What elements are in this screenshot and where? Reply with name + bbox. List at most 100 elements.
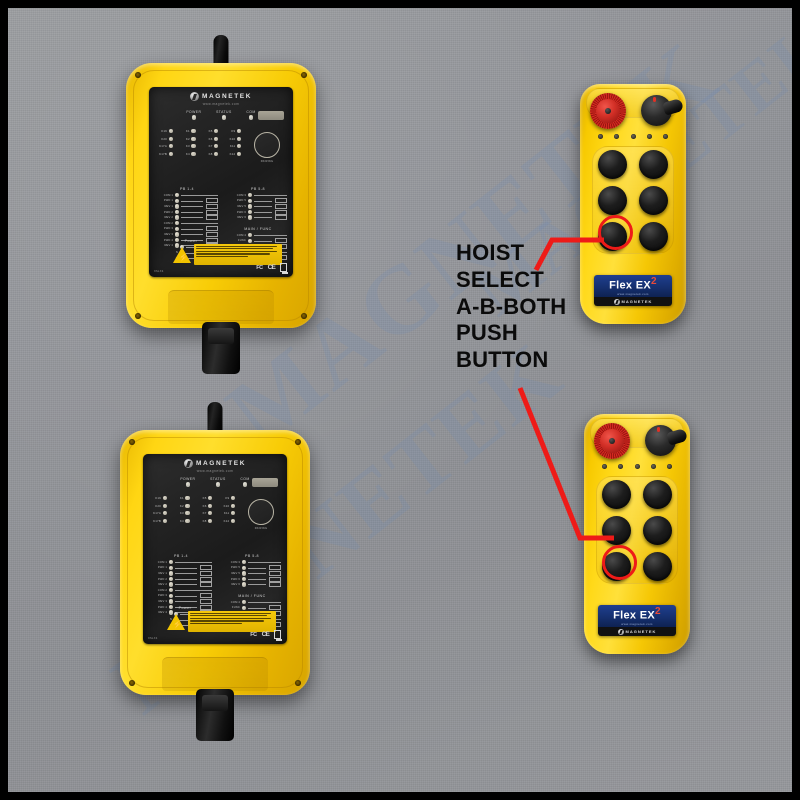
warning-label [194,244,282,265]
selector-switch[interactable] [641,95,685,126]
led-icon [598,134,603,139]
led-icon [162,496,167,501]
led-icon [168,129,173,134]
warning-text [196,245,280,258]
relay-label: K3 [185,144,190,149]
led-icon [242,482,248,487]
terminal-pin [174,215,179,220]
emergency-stop-button[interactable] [590,93,626,129]
annotation-callout: HOIST SELECT A-B-BOTH PUSH BUTTON [456,240,566,374]
terminal-label: COM 2 [157,588,167,592]
terminal-section-pb5-8: PB 5-8 COM 3 FWD 5 REV 5 FWD 6 REV 6 [223,554,281,588]
terminal-row: FUNC [229,238,287,244]
relay-label: K4 [179,518,184,523]
push-button-row1-right[interactable] [643,479,672,509]
terminal-section-pb1-4: PB 1-4 COM 1 FWD 1 REV 1 FWD 2 REV 2 COM… [150,554,212,616]
relay-contact-icon [275,209,287,215]
pairing-knob[interactable] [248,499,274,525]
warning-block [167,611,276,632]
product-badge: Flex EX2 www.magnetek.com MAGNETEK [594,274,672,306]
push-button-row1-left[interactable] [598,149,627,179]
push-button-row1-right[interactable] [639,149,668,179]
receiver-unit-top[interactable]: MAGNETEK www.magnetek.com POWER STATUS C… [126,35,316,374]
terminal-row: FWD 6 [223,576,281,582]
brand-block: MAGNETEK [143,459,287,468]
relay-label: K2 [185,136,190,141]
push-button-row2-right[interactable] [639,185,668,215]
table-row: K9 [225,129,242,134]
pairing-knob[interactable] [254,132,280,158]
high-voltage-warning-icon [167,613,185,630]
terminal-row: REV 6 [223,582,281,588]
wire [174,612,198,613]
push-button-row1-left[interactable] [602,479,631,509]
serial-label: XSLX4 [154,270,164,273]
push-button-row2-left[interactable] [602,515,631,545]
led-icon [614,134,620,139]
screw-icon [129,680,135,686]
terminal-row: COM 1 [156,193,218,199]
terminal-pin [174,204,179,209]
relay-label: K11 [229,144,236,149]
emergency-stop-button[interactable] [594,423,630,459]
led-icon [650,464,656,469]
table-row: K10 [219,503,236,508]
transmitter-unit-bottom[interactable]: Flex EX2 www.magnetek.com MAGNETEK [584,414,690,654]
terminal-label: REV 5 [237,204,246,208]
led-icon [162,503,167,508]
led-icon [236,136,242,141]
magnetek-logo-icon [190,92,199,101]
highlight-ring-hoist-select [602,545,637,580]
badge-model-text: Flex EX [613,609,655,622]
wire [247,567,267,569]
terminal-pin [174,226,179,232]
push-button-row3-right[interactable] [639,221,668,251]
receiver-unit-bottom[interactable]: MAGNETEK www.magnetek.com POWER STATUS C… [120,402,310,741]
table-row: K4 [180,151,196,156]
wire [180,217,204,219]
wire [253,206,273,207]
receiver-access-cover [167,290,275,324]
table-row: K2 [180,136,196,141]
relay-label: K7 [202,511,207,516]
terminal-label: REV 1 [164,204,173,208]
push-button-row3-right[interactable] [643,551,672,581]
push-button-row2-left[interactable] [598,185,627,215]
matrix-column: K5 K6 K7 K8 [203,129,219,156]
highlight-ring-hoist-select [598,215,633,250]
terminal-row: COM 2 [156,220,218,226]
table-row: K7 [203,144,219,149]
terminal-row: COM 4 [229,233,287,239]
indicator-led-row [602,464,672,469]
terminal-pin [168,604,173,610]
relay-contact-icon [269,605,281,611]
led-icon [162,518,167,523]
relay-contact-icon [206,237,218,243]
terminal-row: COM 4 [223,600,281,606]
relay-label: K2 [179,503,184,508]
terminal-label: REV 4 [158,611,167,615]
matrix-column: K1 K2 K3 K4 [180,129,196,156]
relay-contact-icon [275,198,287,204]
selector-switch[interactable] [645,425,689,456]
terminal-pin [174,198,179,204]
transmitter-unit-top[interactable]: Flex EX2 www.magnetek.com MAGNETEK [580,84,686,324]
terminal-pin [241,560,246,565]
annotation-line-3: A-B-BOTH [456,293,567,319]
badge-brand-text: MAGNETEK [625,629,657,634]
table-row: K17B [151,518,167,523]
wire [253,200,273,202]
relay-label: K19 [155,496,161,501]
table-row: K3 [180,144,196,149]
badge-model-name: Flex EX2 [598,606,676,622]
led-icon [185,511,190,516]
terminal-row: REV 1 [156,203,218,210]
matrix-column: K9 K10 K11 K12 [225,129,242,156]
magnetek-logo-icon [617,628,624,635]
push-button-row2-right[interactable] [643,515,672,545]
table-row: K12 [219,518,236,523]
relay-contact-icon [200,565,212,571]
terminal-label: FWD 4 [163,238,173,242]
relay-label: K10 [229,136,236,141]
status-led-power: POWER [186,110,201,120]
